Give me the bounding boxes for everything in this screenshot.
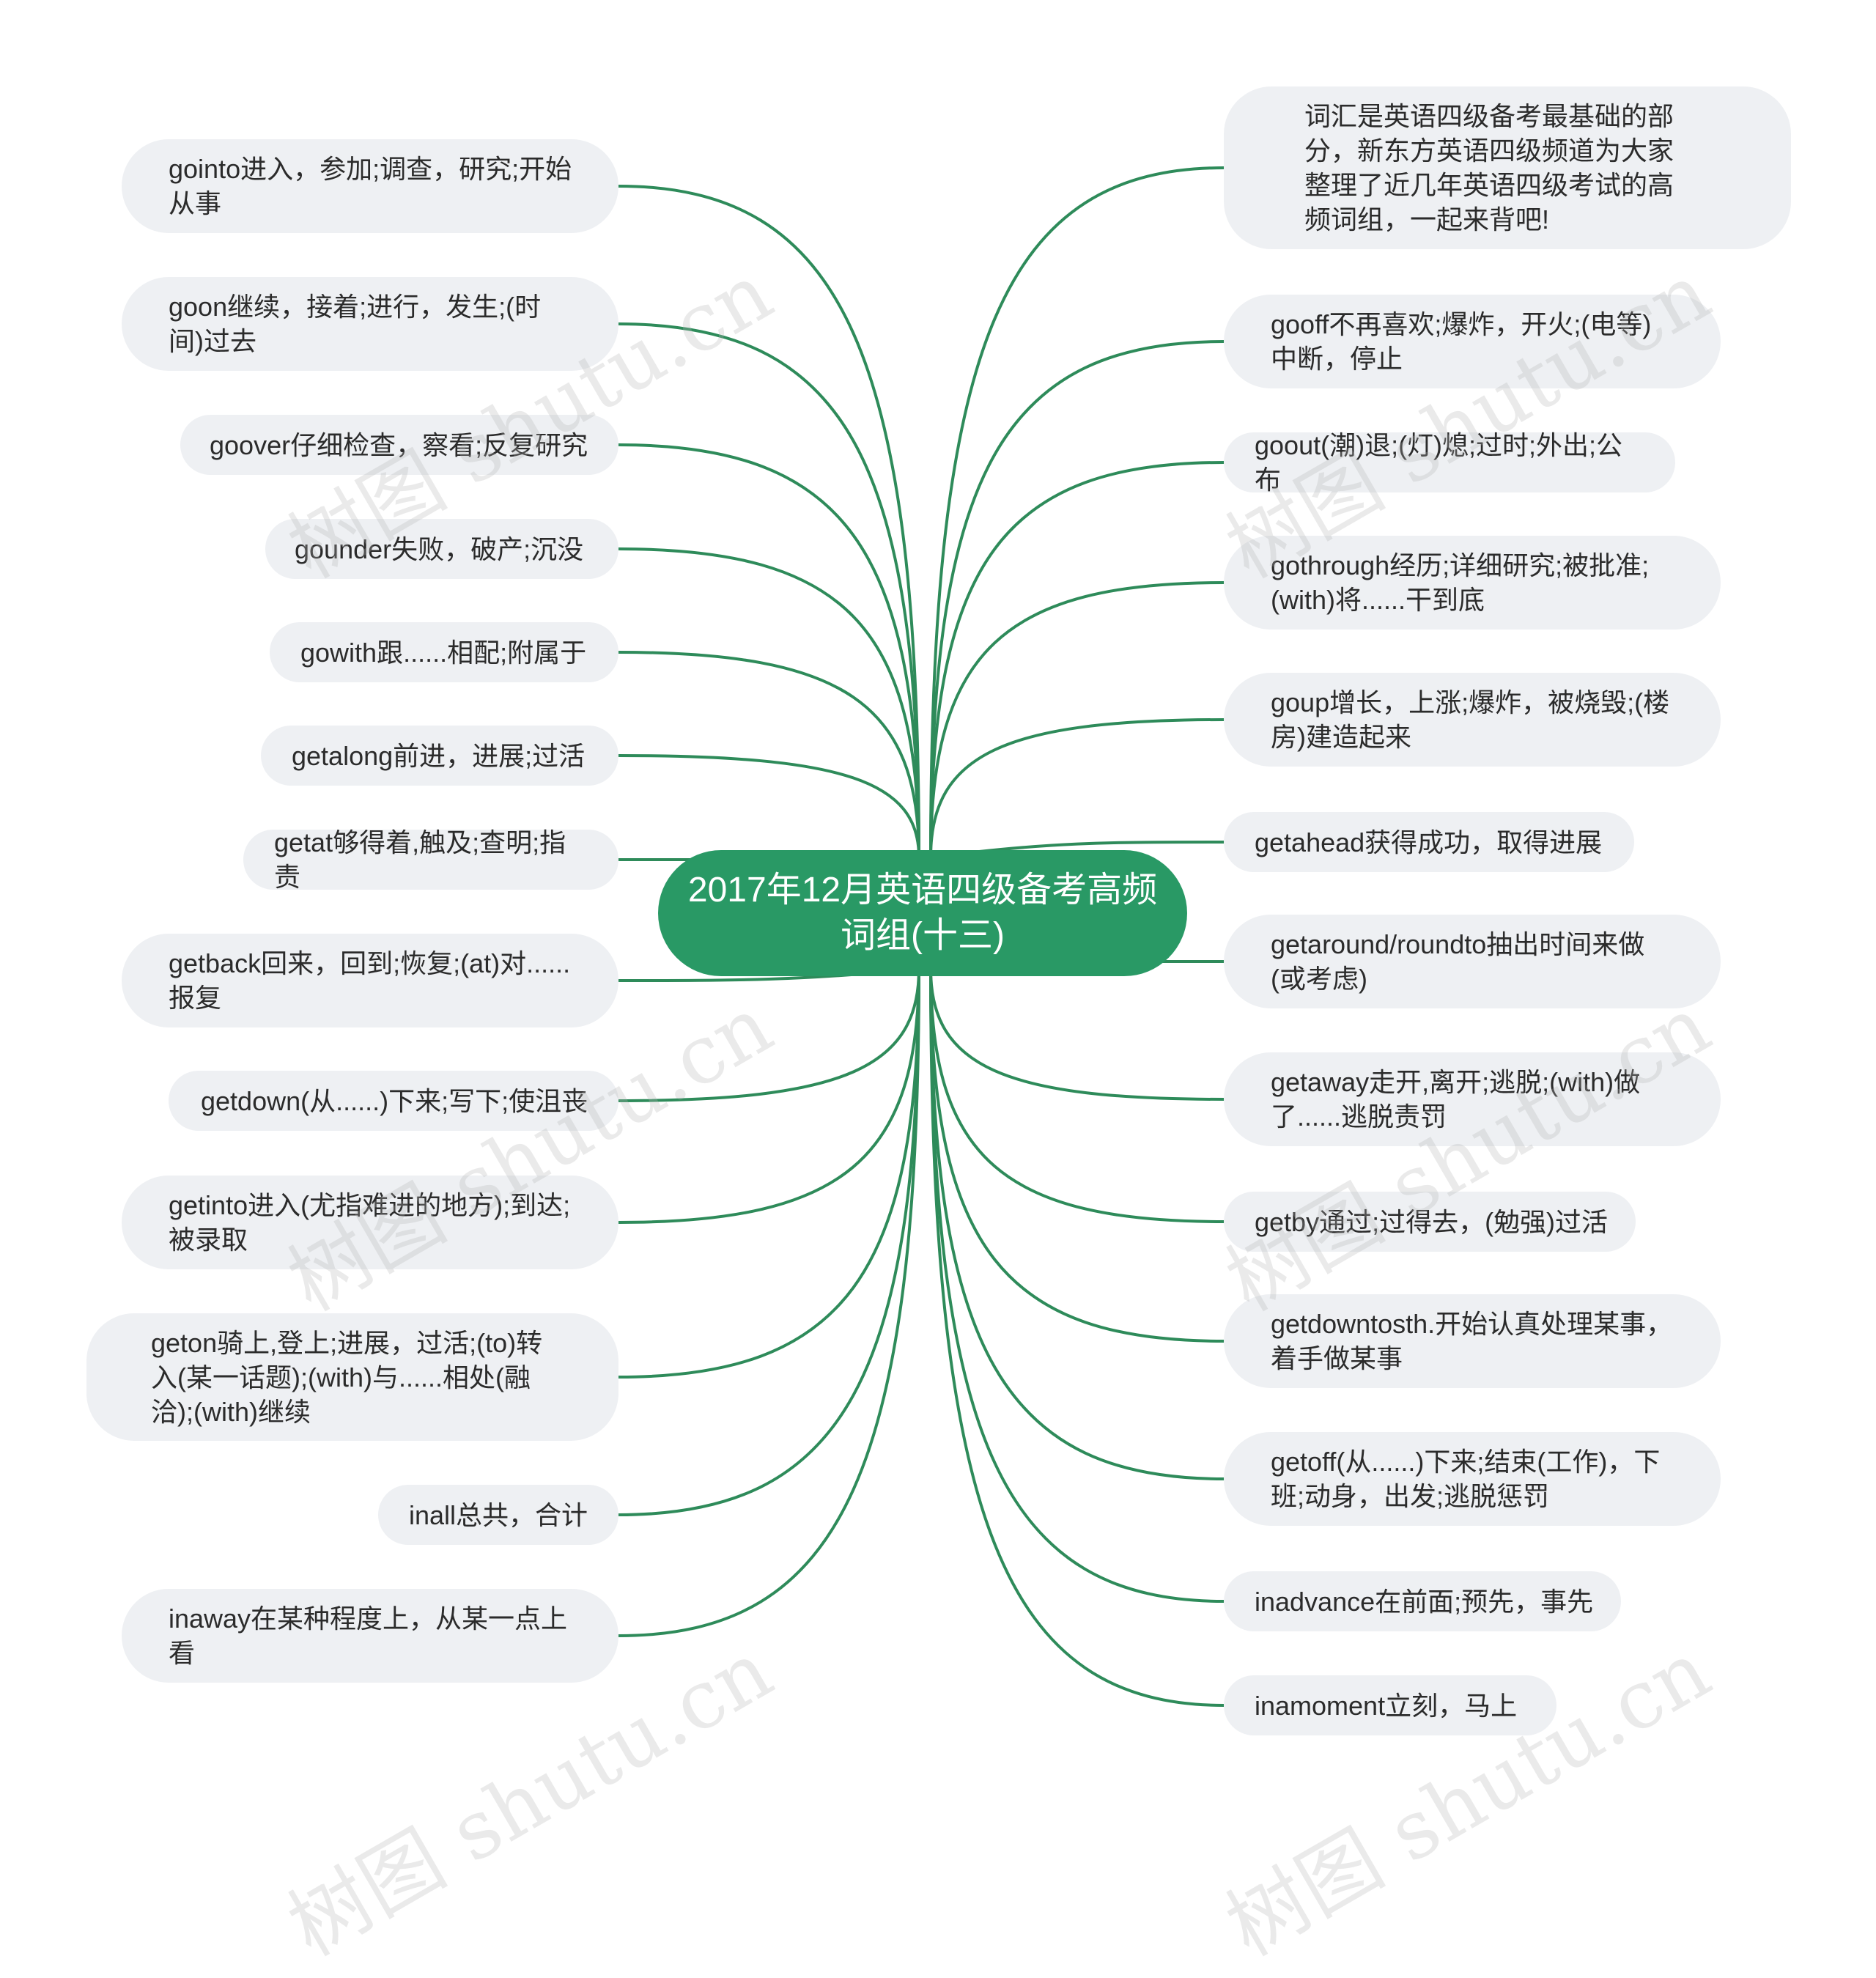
- connector-line: [929, 581, 1225, 858]
- connector-line: [618, 185, 920, 858]
- node-label: getinto进入(尤指难进的地方);到达;被录取: [169, 1190, 571, 1255]
- node-label: goover仔细检查，察看;反复研究: [210, 429, 588, 460]
- node-label: getdowntosth.开始认真处理某事，着手做某事: [1271, 1309, 1673, 1373]
- connector-line: [929, 968, 1225, 1707]
- connector-line: [929, 968, 1225, 1603]
- left-node-goon[interactable]: goon继续，接着;进行，发生;(时间)过去: [122, 277, 618, 371]
- left-node-inall[interactable]: inall总共，合计: [378, 1485, 618, 1545]
- right-node-intro[interactable]: 词汇是英语四级备考最基础的部分，新东方英语四级频道为大家整理了近几年英语四级考试…: [1224, 86, 1791, 249]
- right-node-getoff[interactable]: getoff(从......)下来;结束(工作)，下班;动身，出发;逃脱惩罚: [1224, 1432, 1721, 1526]
- root-title: 2017年12月英语四级备考高频词组(十三): [687, 871, 1158, 955]
- node-label: getaround/roundto抽出时间来做(或考虑): [1271, 929, 1645, 994]
- right-node-goup[interactable]: goup增长，上涨;爆炸，被烧毁;(楼房)建造起来: [1224, 673, 1721, 767]
- right-node-gooff[interactable]: gooff不再喜欢;爆炸，开火;(电等)中断，停止: [1224, 295, 1721, 388]
- right-node-getahead[interactable]: getahead获得成功，取得进展: [1224, 812, 1634, 872]
- node-label: 词汇是英语四级备考最基础的部分，新东方英语四级频道为大家整理了近几年英语四级考试…: [1304, 101, 1674, 235]
- right-node-getaway[interactable]: getaway走开,离开;逃脱;(with)做了......逃脱责罚: [1224, 1052, 1721, 1146]
- left-node-gowith[interactable]: gowith跟......相配;附属于: [270, 622, 618, 682]
- connector-line: [618, 651, 920, 858]
- node-label: gothrough经历;详细研究;被批准;(with)将......干到底: [1271, 550, 1650, 615]
- node-label: getback回来，回到;恢复;(at)对......报复: [169, 948, 571, 1013]
- connector-line: [929, 968, 1225, 1480]
- left-node-gounder[interactable]: gounder失败，破产;沉没: [265, 519, 618, 579]
- right-node-goout[interactable]: goout(潮)退;(灯)熄;过时;外出;公布: [1224, 430, 1675, 495]
- node-label: getahead获得成功，取得进展: [1255, 827, 1603, 857]
- left-node-getat[interactable]: getat够得着,触及;查明;指责: [243, 827, 618, 892]
- left-node-gointo[interactable]: gointo进入，参加;调查，研究;开始从事: [122, 139, 618, 233]
- connector-line: [618, 322, 920, 858]
- right-node-getdowntosth[interactable]: getdowntosth.开始认真处理某事，着手做某事: [1224, 1294, 1721, 1388]
- connector-line: [929, 968, 1225, 1223]
- root-node[interactable]: 2017年12月英语四级备考高频词组(十三): [658, 850, 1187, 976]
- connector-line: [929, 166, 1225, 858]
- right-node-gothrough[interactable]: gothrough经历;详细研究;被批准;(with)将......干到底: [1224, 536, 1721, 630]
- connector-line: [618, 968, 920, 1637]
- left-node-getalong[interactable]: getalong前进，进展;过活: [261, 726, 618, 786]
- connector-line: [618, 547, 920, 858]
- connector-line: [618, 968, 920, 1102]
- node-label: getat够得着,触及;查明;指责: [274, 827, 566, 892]
- left-node-getdown[interactable]: getdown(从......)下来;写下;使沮丧: [169, 1071, 618, 1131]
- node-label: gooff不再喜欢;爆炸，开火;(电等)中断，停止: [1271, 309, 1652, 374]
- node-label: getaway走开,离开;逃脱;(with)做了......逃脱责罚: [1271, 1067, 1641, 1132]
- connector-line: [929, 340, 1225, 858]
- connector-line: [618, 968, 920, 1379]
- left-node-getinto[interactable]: getinto进入(尤指难进的地方);到达;被录取: [122, 1176, 618, 1269]
- node-label: gointo进入，参加;调查，研究;开始从事: [169, 154, 572, 218]
- node-label: goout(潮)退;(灯)熄;过时;外出;公布: [1255, 430, 1623, 495]
- node-label: gounder失败，破产;沉没: [295, 534, 584, 564]
- connector-line: [929, 968, 1225, 1101]
- right-node-getaround[interactable]: getaround/roundto抽出时间来做(或考虑): [1224, 915, 1721, 1008]
- left-node-geton[interactable]: geton骑上,登上;进展，过活;(to)转入(某一话题);(with)与...…: [86, 1313, 618, 1441]
- node-label: inamoment立刻，马上: [1255, 1690, 1518, 1721]
- connector-line: [618, 443, 920, 858]
- left-node-getback[interactable]: getback回来，回到;恢复;(at)对......报复: [122, 934, 618, 1027]
- connector-line: [929, 718, 1225, 858]
- node-label: getalong前进，进展;过活: [292, 740, 586, 771]
- node-label: geton骑上,登上;进展，过活;(to)转入(某一话题);(with)与...…: [151, 1327, 543, 1427]
- node-label: getby通过;过得去，(勉强)过活: [1255, 1206, 1609, 1237]
- right-node-getby[interactable]: getby通过;过得去，(勉强)过活: [1224, 1192, 1636, 1252]
- right-node-inamoment[interactable]: inamoment立刻，马上: [1224, 1675, 1556, 1735]
- connector-line: [929, 968, 1225, 1343]
- connector-line: [618, 968, 920, 1224]
- left-node-goover[interactable]: goover仔细检查，察看;反复研究: [180, 415, 618, 475]
- node-label: inadvance在前面;预先，事先: [1255, 1586, 1594, 1617]
- node-label: inall总共，合计: [409, 1499, 588, 1530]
- left-node-inaway[interactable]: inaway在某种程度上，从某一点上看: [122, 1589, 618, 1683]
- connector-line: [618, 968, 920, 1516]
- right-node-inadvance[interactable]: inadvance在前面;预先，事先: [1224, 1571, 1621, 1631]
- node-label: inaway在某种程度上，从某一点上看: [169, 1604, 568, 1668]
- connector-line: [618, 754, 920, 858]
- node-label: getoff(从......)下来;结束(工作)，下班;动身，出发;逃脱惩罚: [1271, 1447, 1661, 1511]
- node-label: goup增长，上涨;爆炸，被烧毁;(楼房)建造起来: [1271, 687, 1670, 752]
- connector-lines: [618, 166, 1225, 1707]
- node-label: goon继续，接着;进行，发生;(时间)过去: [169, 292, 542, 356]
- node-label: getdown(从......)下来;写下;使沮丧: [201, 1085, 588, 1116]
- mindmap-canvas: 2017年12月英语四级备考高频词组(十三) gointo进入，参加;调查，研究…: [86, 86, 1791, 1974]
- connector-line: [929, 461, 1225, 858]
- node-label: gowith跟......相配;附属于: [300, 637, 587, 668]
